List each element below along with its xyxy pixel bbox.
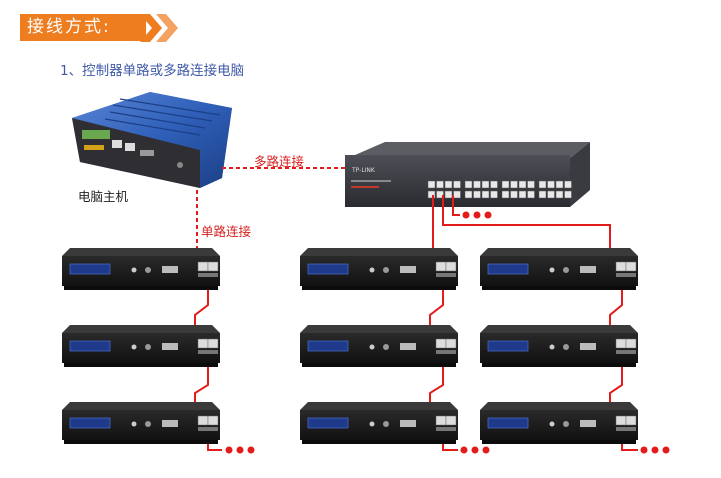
ethernet-port xyxy=(207,338,219,349)
ethernet-port xyxy=(615,338,627,349)
switch-port xyxy=(436,180,444,189)
chevron-right-icon xyxy=(140,14,178,42)
controller-display xyxy=(69,417,111,429)
ethernet-port xyxy=(445,415,457,426)
switch-port xyxy=(564,190,572,199)
ethernet-port xyxy=(435,261,447,272)
controller-display xyxy=(487,417,529,429)
single-link-label: 单路连接 xyxy=(201,224,252,239)
switch-port xyxy=(444,180,453,189)
switch-port xyxy=(481,190,490,199)
switch-port xyxy=(555,190,564,199)
controller-box xyxy=(300,325,458,367)
multi-link-label: 多路连接 xyxy=(254,154,305,169)
switch-port xyxy=(527,190,535,199)
ethernet-port xyxy=(625,338,637,349)
switch-port xyxy=(501,190,510,199)
section-title: 接线方式: xyxy=(27,17,111,37)
controller-box xyxy=(480,402,638,444)
controller-box xyxy=(62,402,220,444)
switch-port xyxy=(564,180,572,189)
controller-display xyxy=(307,340,349,352)
switch-port xyxy=(538,180,547,189)
ethernet-port xyxy=(435,338,447,349)
switch-port xyxy=(464,190,473,199)
switch-port xyxy=(453,190,461,199)
ethernet-port xyxy=(435,415,447,426)
ethernet-port xyxy=(615,261,627,272)
controller-display xyxy=(307,263,349,275)
switch-port xyxy=(473,190,481,199)
controllers xyxy=(62,248,638,444)
switch-port xyxy=(481,180,490,189)
switch-port xyxy=(501,180,510,189)
controller-box xyxy=(62,325,220,367)
controller-display xyxy=(307,417,349,429)
ethernet-port xyxy=(197,338,209,349)
controller-box xyxy=(62,248,220,290)
controller-box xyxy=(300,248,458,290)
switch-port xyxy=(453,180,461,189)
switch-port xyxy=(518,180,527,189)
ethernet-port xyxy=(445,261,457,272)
switch-ports xyxy=(427,180,572,199)
computer-host xyxy=(72,92,232,188)
switch-port xyxy=(510,180,518,189)
switch-port xyxy=(464,180,473,189)
subtitle: 1、控制器单路或多路连接电脑 xyxy=(60,63,245,79)
switch-port xyxy=(427,190,436,199)
switch-port xyxy=(436,190,444,199)
network-switch: TP-LINK xyxy=(345,142,590,207)
switch-port xyxy=(490,190,498,199)
section-title-badge: 接线方式: xyxy=(20,14,146,41)
ethernet-port xyxy=(197,415,209,426)
controller-display xyxy=(69,263,111,275)
computer-label: 电脑主机 xyxy=(78,189,129,204)
switch-port xyxy=(527,180,535,189)
switch-port xyxy=(510,190,518,199)
switch-port xyxy=(518,190,527,199)
controller-box xyxy=(480,325,638,367)
ethernet-port xyxy=(207,261,219,272)
ethernet-port xyxy=(625,261,637,272)
controller-display xyxy=(487,263,529,275)
switch-port xyxy=(538,190,547,199)
switch-port xyxy=(555,180,564,189)
ethernet-port xyxy=(207,415,219,426)
switch-port xyxy=(444,190,453,199)
controller-display xyxy=(487,340,529,352)
switch-port xyxy=(547,190,555,199)
ethernet-port xyxy=(625,415,637,426)
controller-display xyxy=(69,340,111,352)
ethernet-port xyxy=(615,415,627,426)
switch-brand: TP-LINK xyxy=(351,167,376,174)
controller-box xyxy=(480,248,638,290)
switch-port xyxy=(427,180,436,189)
ellipsis-dots-icon xyxy=(225,211,670,454)
ethernet-port xyxy=(197,261,209,272)
switch-port xyxy=(490,180,498,189)
switch-port xyxy=(473,180,481,189)
switch-port xyxy=(547,180,555,189)
ethernet-port xyxy=(445,338,457,349)
controller-box xyxy=(300,402,458,444)
